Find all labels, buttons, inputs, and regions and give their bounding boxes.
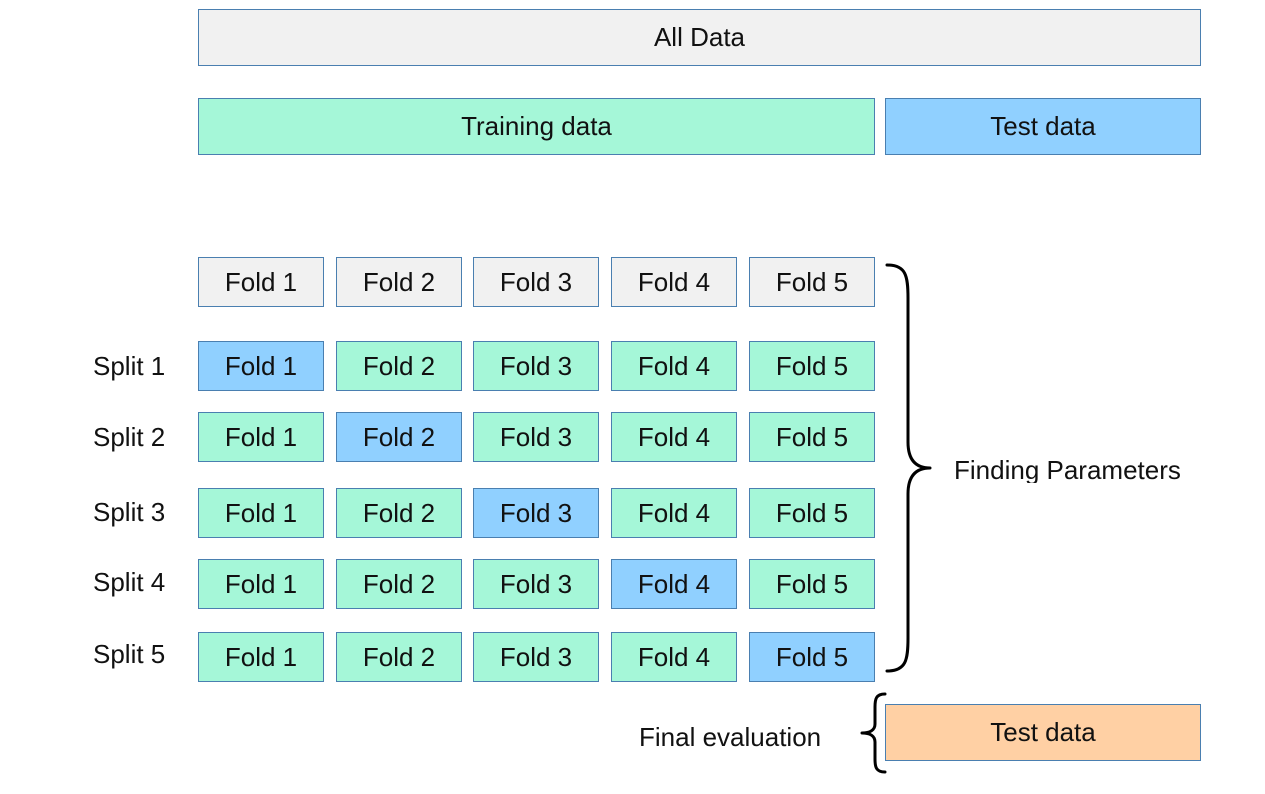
- split-fold-label: Fold 5: [775, 641, 849, 672]
- split-fold-box: Fold 1: [198, 559, 324, 609]
- split-fold-label: Fold 4: [637, 568, 711, 599]
- split-fold-label: Fold 4: [637, 421, 711, 452]
- all-data-label: All Data: [653, 22, 746, 52]
- split-label: Split 1: [93, 351, 166, 381]
- training-data-bar: Training data: [198, 98, 875, 155]
- header-fold-label: Fold 2: [362, 266, 436, 297]
- split-fold-label: Fold 5: [775, 421, 849, 452]
- split-fold-box: Fold 4: [611, 632, 737, 682]
- split-fold-box: Fold 4: [611, 559, 737, 609]
- split-label: Split 3: [93, 497, 166, 527]
- split-fold-label: Fold 1: [224, 641, 298, 672]
- split-fold-label: Fold 1: [224, 350, 298, 381]
- final-test-data-label: Test data: [990, 717, 1096, 747]
- split-fold-label: Fold 1: [224, 497, 298, 528]
- split-fold-label: Fold 4: [637, 641, 711, 672]
- split-fold-box: Fold 2: [336, 341, 462, 391]
- split-fold-box: Fold 5: [749, 559, 875, 609]
- split-fold-box: Fold 4: [611, 488, 737, 538]
- split-label: Split 4: [93, 567, 166, 597]
- split-fold-label: Fold 3: [499, 641, 573, 672]
- split-fold-label: Fold 4: [637, 497, 711, 528]
- split-fold-label: Fold 1: [224, 568, 298, 599]
- split-fold-box: Fold 5: [749, 412, 875, 462]
- split-fold-box: Fold 5: [749, 488, 875, 538]
- split-fold-box: Fold 4: [611, 412, 737, 462]
- split-fold-box: Fold 3: [473, 341, 599, 391]
- split-fold-label: Fold 3: [499, 421, 573, 452]
- split-fold-label: Fold 3: [499, 497, 573, 528]
- split-fold-label: Fold 3: [499, 568, 573, 599]
- split-fold-box: Fold 5: [749, 632, 875, 682]
- split-fold-box: Fold 2: [336, 632, 462, 682]
- header-fold-label: Fold 4: [637, 266, 711, 297]
- final-evaluation-label: Final evaluation: [639, 722, 822, 752]
- final-evaluation-brace: [860, 692, 887, 774]
- finding-parameters-brace: [885, 263, 932, 673]
- split-label: Split 2: [93, 422, 166, 452]
- header-fold-label: Fold 5: [775, 266, 849, 297]
- split-fold-box: Fold 1: [198, 341, 324, 391]
- finding-parameters-label: Finding Parameters: [954, 457, 1181, 483]
- split-fold-box: Fold 1: [198, 488, 324, 538]
- split-fold-box: Fold 2: [336, 488, 462, 538]
- test-data-label: Test data: [990, 111, 1096, 141]
- split-fold-box: Fold 3: [473, 488, 599, 538]
- test-data-bar: Test data: [885, 98, 1201, 155]
- header-fold-box: Fold 2: [336, 257, 462, 307]
- header-fold-box: Fold 4: [611, 257, 737, 307]
- split-fold-label: Fold 2: [362, 568, 436, 599]
- split-fold-label: Fold 4: [637, 350, 711, 381]
- split-fold-box: Fold 3: [473, 632, 599, 682]
- split-fold-box: Fold 3: [473, 559, 599, 609]
- header-fold-box: Fold 1: [198, 257, 324, 307]
- split-fold-label: Fold 2: [362, 641, 436, 672]
- split-fold-label: Fold 2: [362, 350, 436, 381]
- split-fold-label: Fold 5: [775, 350, 849, 381]
- all-data-bar: All Data: [198, 9, 1201, 66]
- split-label: Split 5: [93, 639, 166, 669]
- header-fold-label: Fold 3: [499, 266, 573, 297]
- split-fold-box: Fold 4: [611, 341, 737, 391]
- header-fold-label: Fold 1: [224, 266, 298, 297]
- split-fold-label: Fold 3: [499, 350, 573, 381]
- split-fold-box: Fold 5: [749, 341, 875, 391]
- final-test-data-bar: Test data: [885, 704, 1201, 761]
- split-fold-label: Fold 1: [224, 421, 298, 452]
- header-fold-box: Fold 5: [749, 257, 875, 307]
- split-fold-label: Fold 5: [775, 568, 849, 599]
- split-fold-box: Fold 2: [336, 559, 462, 609]
- split-fold-box: Fold 1: [198, 632, 324, 682]
- split-fold-box: Fold 2: [336, 412, 462, 462]
- split-fold-label: Fold 2: [362, 497, 436, 528]
- split-fold-box: Fold 1: [198, 412, 324, 462]
- training-data-label: Training data: [461, 111, 612, 141]
- split-fold-label: Fold 2: [362, 421, 436, 452]
- split-fold-label: Fold 5: [775, 497, 849, 528]
- split-fold-box: Fold 3: [473, 412, 599, 462]
- header-fold-box: Fold 3: [473, 257, 599, 307]
